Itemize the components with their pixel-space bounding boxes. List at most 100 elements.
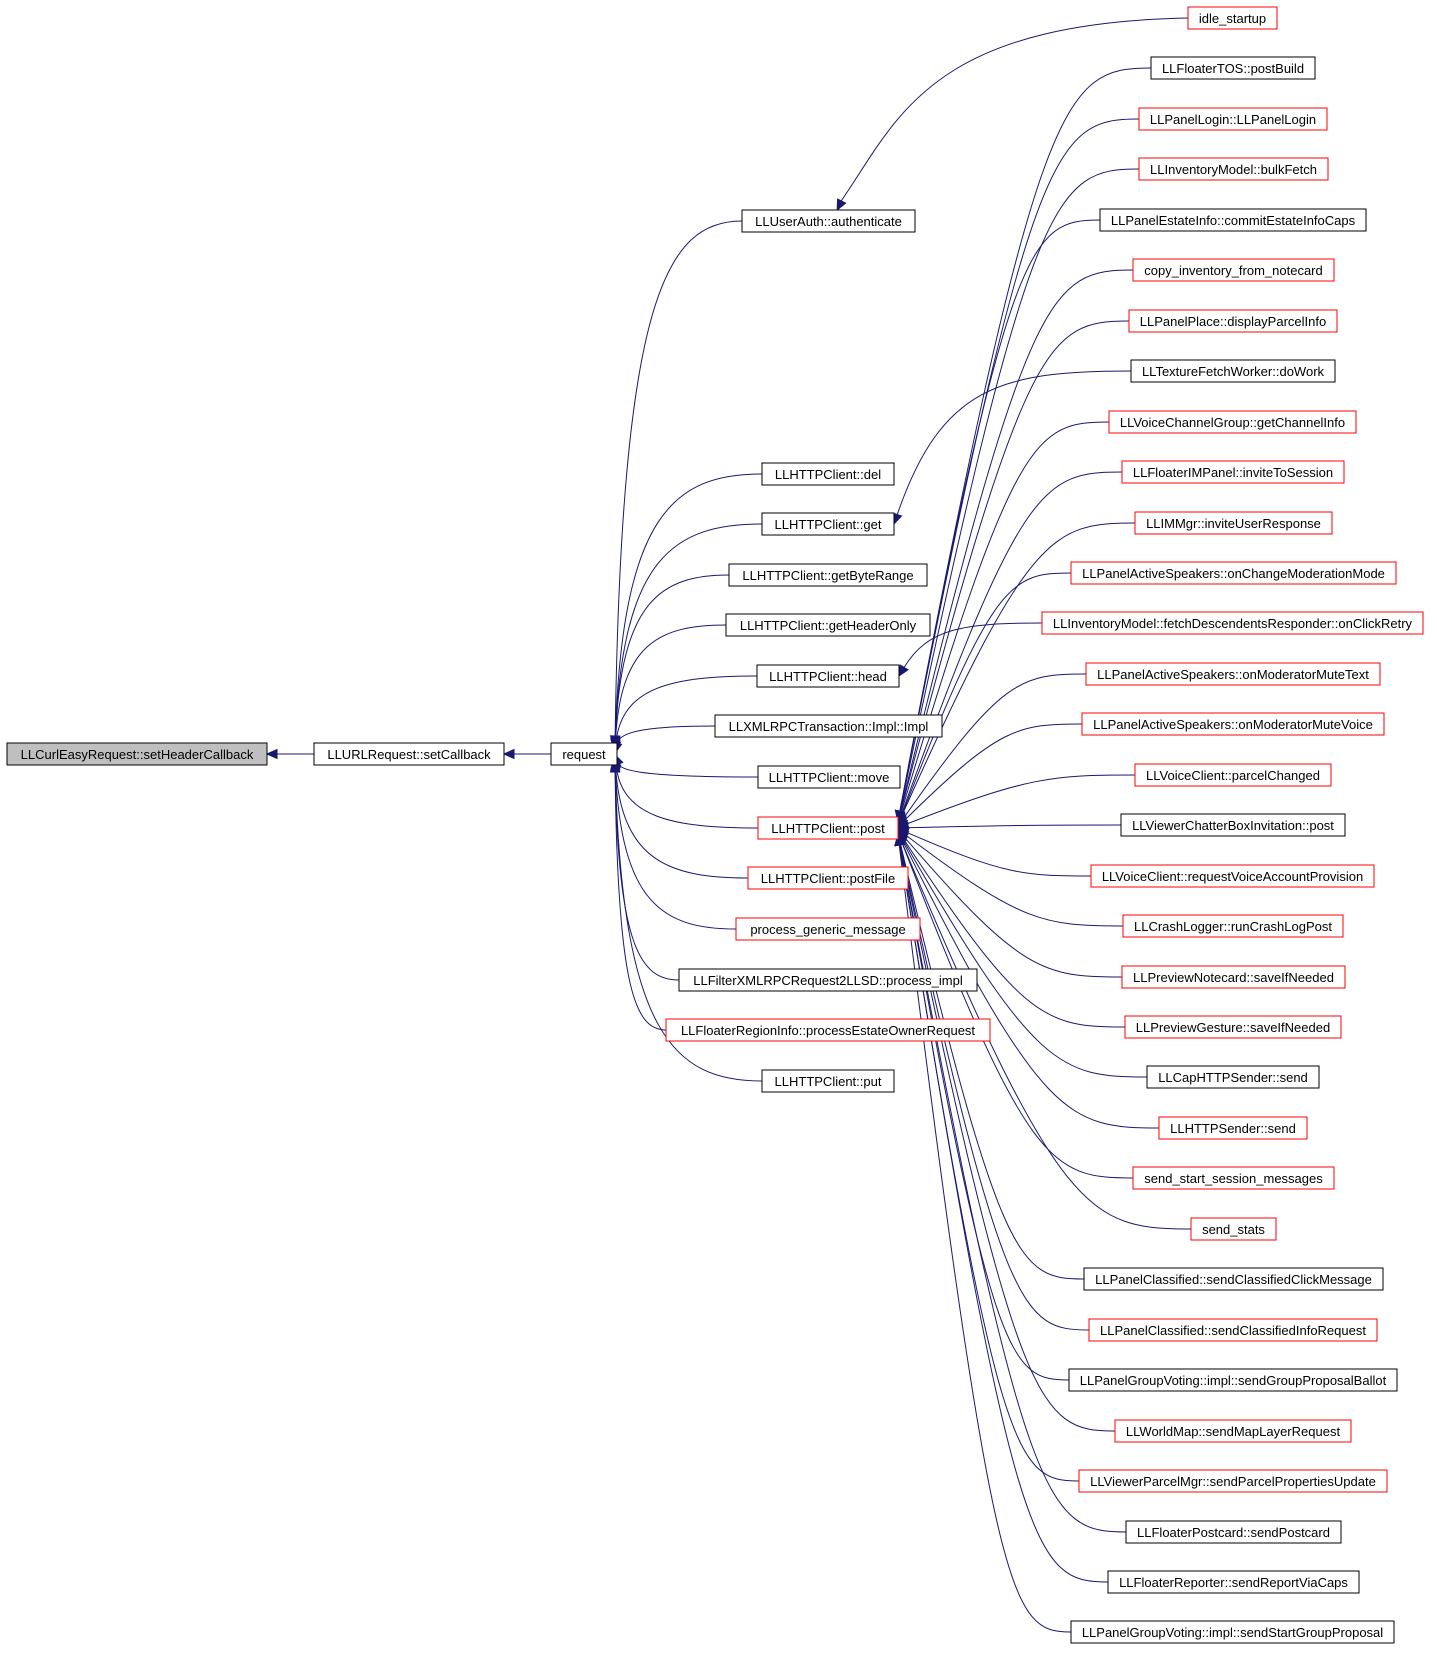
node-llinventorymodel-fetchdescendentsresponder-onclickretry[interactable]: LLInventoryModel::fetchDescendentsRespon…	[1041, 611, 1424, 635]
node-label: LLFloaterReporter::sendReportViaCaps	[1119, 1575, 1348, 1590]
node-label: LLFilterXMLRPCRequest2LLSD::process_impl	[693, 973, 963, 988]
node-llpanelactivespeakers-onmoderatormutevoice[interactable]: LLPanelActiveSpeakers::onModeratorMuteVo…	[1081, 712, 1385, 736]
edge-llfloaterpostcard-sendpostcard-to-post	[899, 844, 1127, 1533]
node-llfilterxmlrpcrequest2llsd-process-impl[interactable]: LLFilterXMLRPCRequest2LLSD::process_impl	[678, 968, 978, 992]
node-llhttpclient-head[interactable]: LLHTTPClient::head	[756, 664, 900, 688]
node-box	[1083, 1267, 1384, 1291]
node-llhttpsender-send[interactable]: LLHTTPSender::send	[1158, 1116, 1308, 1140]
node-label: LLViewerParcelMgr::sendParcelPropertiesU…	[1090, 1474, 1376, 1489]
node-box	[313, 742, 505, 766]
node-llcaphttpsender-send[interactable]: LLCapHTTPSender::send	[1146, 1065, 1320, 1089]
node-llhttpclient-getbyterange[interactable]: LLHTTPClient::getByteRange	[728, 563, 928, 587]
edge-llcrashlogger-runcrashlogpost-to-post	[905, 834, 1124, 927]
node-llfloaterimpanel-invitetosession[interactable]: LLFloaterIMPanel::inviteToSession	[1121, 460, 1345, 484]
node-label: LLPanelActiveSpeakers::onChangeModeratio…	[1082, 566, 1385, 581]
node-llfloaterreporter-sendreportviacaps[interactable]: LLFloaterReporter::sendReportViaCaps	[1107, 1570, 1360, 1594]
node-box	[1158, 1116, 1308, 1140]
node-llpanelplace-displayparcelinfo[interactable]: LLPanelPlace::displayParcelInfo	[1128, 309, 1338, 333]
edge-llviewerparcelmgr-sendparcelpropertiesupdate-to-post	[899, 844, 1080, 1482]
node-label: LLInventoryModel::bulkFetch	[1150, 162, 1317, 177]
node-llpanelactivespeakers-onchangemoderationmode[interactable]: LLPanelActiveSpeakers::onChangeModeratio…	[1070, 561, 1397, 585]
node-box	[757, 765, 901, 789]
node-llpreviewnotecard-saveifneeded[interactable]: LLPreviewNotecard::saveIfNeeded	[1121, 965, 1346, 989]
edge-llfloaterimpanel-invitetosession-to-post	[900, 471, 1123, 815]
node-label: LLFloaterTOS::postBuild	[1162, 61, 1304, 76]
node-box	[1128, 309, 1338, 333]
node-idle-startup[interactable]: idle_startup	[1187, 6, 1278, 30]
node-llhttpclient-postfile[interactable]: LLHTTPClient::postFile	[747, 866, 909, 890]
edge-llhttpsender-send-to-post	[902, 840, 1160, 1129]
edge-seturl-to-root-arrowhead	[265, 748, 278, 760]
node-box	[1078, 1469, 1388, 1493]
node-label: LLCurlEasyRequest::setHeaderCallback	[21, 747, 254, 762]
node-llvoicechannelgroup-getchannelinfo[interactable]: LLVoiceChannelGroup::getChannelInfo	[1108, 410, 1357, 434]
node-llvoiceclient-parcelchanged[interactable]: LLVoiceClient::parcelChanged	[1134, 763, 1332, 787]
node-label: LLViewerChatterBoxInvitation::post	[1132, 818, 1334, 833]
edge-llpanelclassified-sendclassifiedinforequest-to-post	[899, 843, 1090, 1331]
node-label: LLPanelGroupVoting::impl::sendStartGroup…	[1082, 1625, 1383, 1640]
node-send-start-session-messages[interactable]: send_start_session_messages	[1132, 1166, 1335, 1190]
node-llxmlrpctransaction-impl-impl[interactable]: LLXMLRPCTransaction::Impl::Impl	[714, 714, 943, 738]
node-request[interactable]: request	[550, 742, 618, 766]
node-llpanelclassified-sendclassifiedclickmessage[interactable]: LLPanelClassified::sendClassifiedClickMe…	[1083, 1267, 1384, 1291]
node-lluserauth-authenticate[interactable]: LLUserAuth::authenticate	[741, 209, 916, 233]
node-llpanelestateinfo-commitestateinfocaps[interactable]: LLPanelEstateInfo::commitEstateInfoCaps	[1099, 208, 1367, 232]
node-process-generic-message[interactable]: process_generic_message	[735, 917, 921, 941]
node-lltexturefetchworker-dowork[interactable]: LLTextureFetchWorker::doWork	[1130, 359, 1336, 383]
node-label: LLCrashLogger::runCrashLogPost	[1134, 919, 1332, 934]
node-box	[1099, 208, 1367, 232]
node-llviewerparcelmgr-sendparcelpropertiesupdate[interactable]: LLViewerParcelMgr::sendParcelPropertiesU…	[1078, 1469, 1388, 1493]
node-llpanelgroupvoting-impl-sendstartgroupproposal[interactable]: LLPanelGroupVoting::impl::sendStartGroup…	[1070, 1620, 1395, 1644]
node-llhttpclient-get[interactable]: LLHTTPClient::get	[761, 512, 895, 536]
node-llpanellogin-llpanellogin[interactable]: LLPanelLogin::LLPanelLogin	[1138, 107, 1328, 131]
node-llcurleasyrequest-setheadercallback[interactable]: LLCurlEasyRequest::setHeaderCallback	[6, 742, 268, 766]
node-label: LLHTTPSender::send	[1170, 1121, 1296, 1136]
node-copy-inventory-from-notecard[interactable]: copy_inventory_from_notecard	[1132, 258, 1335, 282]
node-label: LLFloaterPostcard::sendPostcard	[1137, 1525, 1330, 1540]
graph-edges	[265, 17, 1192, 1633]
node-label: LLHTTPClient::getByteRange	[742, 568, 913, 583]
node-llcrashlogger-runcrashlogpost[interactable]: LLCrashLogger::runCrashLogPost	[1122, 914, 1344, 938]
node-llhttpclient-put[interactable]: LLHTTPClient::put	[761, 1069, 895, 1093]
edge-llpreviewnotecard-saveifneeded-to-post	[904, 837, 1123, 978]
node-llfloatertos-postbuild[interactable]: LLFloaterTOS::postBuild	[1150, 56, 1316, 80]
node-label: LLPanelClassified::sendClassifiedClickMe…	[1095, 1272, 1372, 1287]
node-llimmgr-inviteuserresponse[interactable]: LLIMMgr::inviteUserResponse	[1134, 511, 1333, 535]
node-llfloaterregioninfo-processestateownerrequest[interactable]: LLFloaterRegionInfo::processEstateOwnerR…	[665, 1018, 991, 1042]
node-box	[761, 1069, 895, 1093]
node-llhttpclient-move[interactable]: LLHTTPClient::move	[757, 765, 901, 789]
node-send-stats[interactable]: send_stats	[1190, 1217, 1277, 1241]
node-box	[757, 816, 899, 840]
node-llvoiceclient-requestvoiceaccountprovision[interactable]: LLVoiceClient::requestVoiceAccountProvis…	[1090, 864, 1375, 888]
node-label: LLVoiceChannelGroup::getChannelInfo	[1120, 415, 1345, 430]
node-llworldmap-sendmaplayerrequest[interactable]: LLWorldMap::sendMapLayerRequest	[1114, 1419, 1352, 1443]
node-llpreviewgesture-saveifneeded[interactable]: LLPreviewGesture::saveIfNeeded	[1124, 1015, 1342, 1039]
node-llhttpclient-getheaderonly[interactable]: LLHTTPClient::getHeaderOnly	[725, 613, 931, 637]
node-llviewerchatterboxinvitation-post[interactable]: LLViewerChatterBoxInvitation::post	[1120, 813, 1346, 837]
node-box	[1132, 258, 1335, 282]
edge-llpanelclassified-sendclassifiedclickmessage-to-post	[899, 843, 1085, 1280]
edge-llpanelactivespeakers-onchangemoderationmode-to-post	[901, 572, 1072, 816]
edge-move-to-request	[618, 763, 759, 778]
edge-lltexturefetchworker-dowork-to-get	[896, 370, 1132, 515]
node-llfloaterpostcard-sendpostcard[interactable]: LLFloaterPostcard::sendPostcard	[1125, 1520, 1342, 1544]
edge-authenticate-to-request	[614, 220, 743, 737]
node-llpanelgroupvoting-impl-sendgroupproposalballot[interactable]: LLPanelGroupVoting::impl::sendGroupPropo…	[1068, 1368, 1398, 1392]
node-box	[1090, 864, 1375, 888]
node-label: LLHTTPClient::postFile	[761, 871, 895, 886]
node-box	[1070, 561, 1397, 585]
edge-send-start-session-messages-to-post	[901, 841, 1134, 1179]
edge-llpanelgroupvoting-impl-sendstartgroupproposal-to-post-arrowhead	[894, 833, 905, 847]
node-box	[728, 563, 928, 587]
edge-del-to-request	[614, 473, 763, 737]
node-llurlrequest-setcallback[interactable]: LLURLRequest::setCallback	[313, 742, 505, 766]
node-label: LLFloaterRegionInfo::processEstateOwnerR…	[681, 1023, 975, 1038]
edge-idle-startup-to-authenticate	[840, 17, 1189, 202]
node-label: LLXMLRPCTransaction::Impl::Impl	[729, 719, 929, 734]
node-llhttpclient-post[interactable]: LLHTTPClient::post	[757, 816, 899, 840]
node-llhttpclient-del[interactable]: LLHTTPClient::del	[761, 462, 895, 486]
node-llpanelclassified-sendclassifiedinforequest[interactable]: LLPanelClassified::sendClassifiedInfoReq…	[1088, 1318, 1378, 1342]
node-label: LLTextureFetchWorker::doWork	[1142, 364, 1325, 379]
node-llpanelactivespeakers-onmoderatormutetext[interactable]: LLPanelActiveSpeakers::onModeratorMuteTe…	[1085, 662, 1381, 686]
node-llinventorymodel-bulkfetch[interactable]: LLInventoryModel::bulkFetch	[1138, 157, 1329, 181]
